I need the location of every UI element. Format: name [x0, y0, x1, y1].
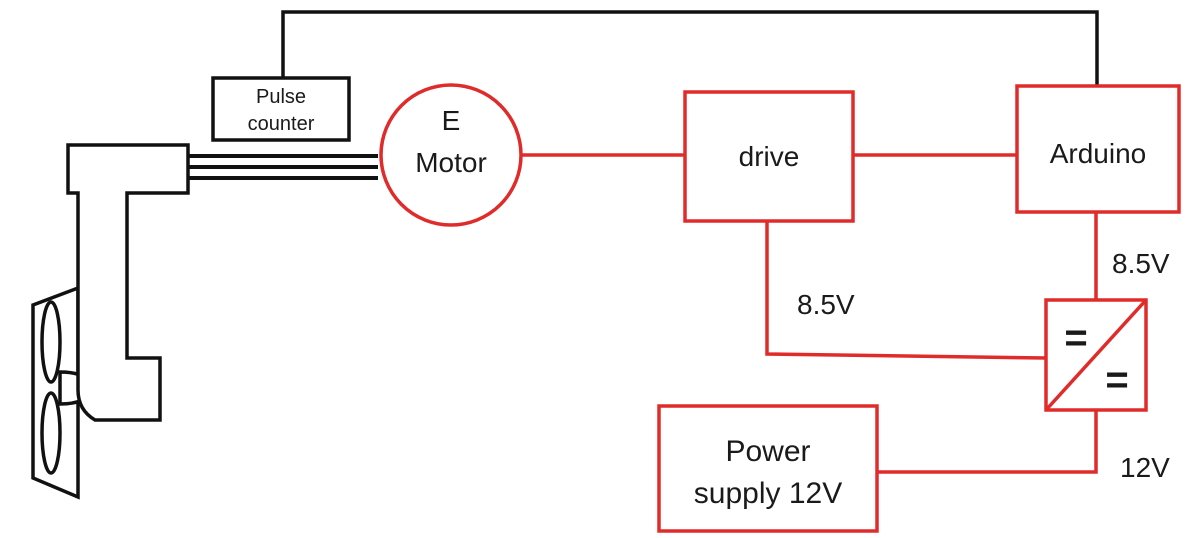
power-supply-label-1: Power — [725, 435, 810, 468]
voltage-label-arduino: 8.5V — [1112, 248, 1170, 279]
fan-unit — [31, 143, 190, 500]
fan-blade-bottom — [40, 391, 62, 475]
fan-blade-top — [40, 300, 62, 384]
e-motor: E Motor — [379, 83, 523, 227]
power-supply-label-2: supply 12V — [694, 477, 842, 510]
motor-label-1: E — [442, 105, 461, 136]
pulse-counter: Pulse counter — [211, 76, 351, 142]
wire-drive-to-converter — [765, 221, 1047, 360]
arduino-label: Arduino — [1050, 138, 1147, 169]
drive-box: drive — [683, 90, 855, 223]
converter-out-symbol: = — [1105, 358, 1128, 402]
converter-in-symbol: = — [1064, 316, 1087, 360]
pulse-counter-label-2: counter — [248, 113, 315, 135]
arduino-box: Arduino — [1015, 84, 1181, 214]
motor-label-2: Motor — [415, 147, 487, 178]
shaft-icon — [188, 154, 378, 180]
motor-frame — [66, 143, 190, 422]
drive-label: drive — [739, 141, 800, 172]
power-supply-box: Power supply 12V — [657, 404, 879, 533]
voltage-label-drive: 8.5V — [797, 289, 855, 320]
wire-converter-to-supply — [877, 410, 1098, 474]
pulse-counter-label-1: Pulse — [256, 86, 306, 108]
signal-wire-pulse-to-arduino — [281, 10, 1099, 86]
voltage-label-supply: 12V — [1120, 452, 1170, 483]
dc-dc-converter-icon: = = — [1044, 298, 1148, 412]
